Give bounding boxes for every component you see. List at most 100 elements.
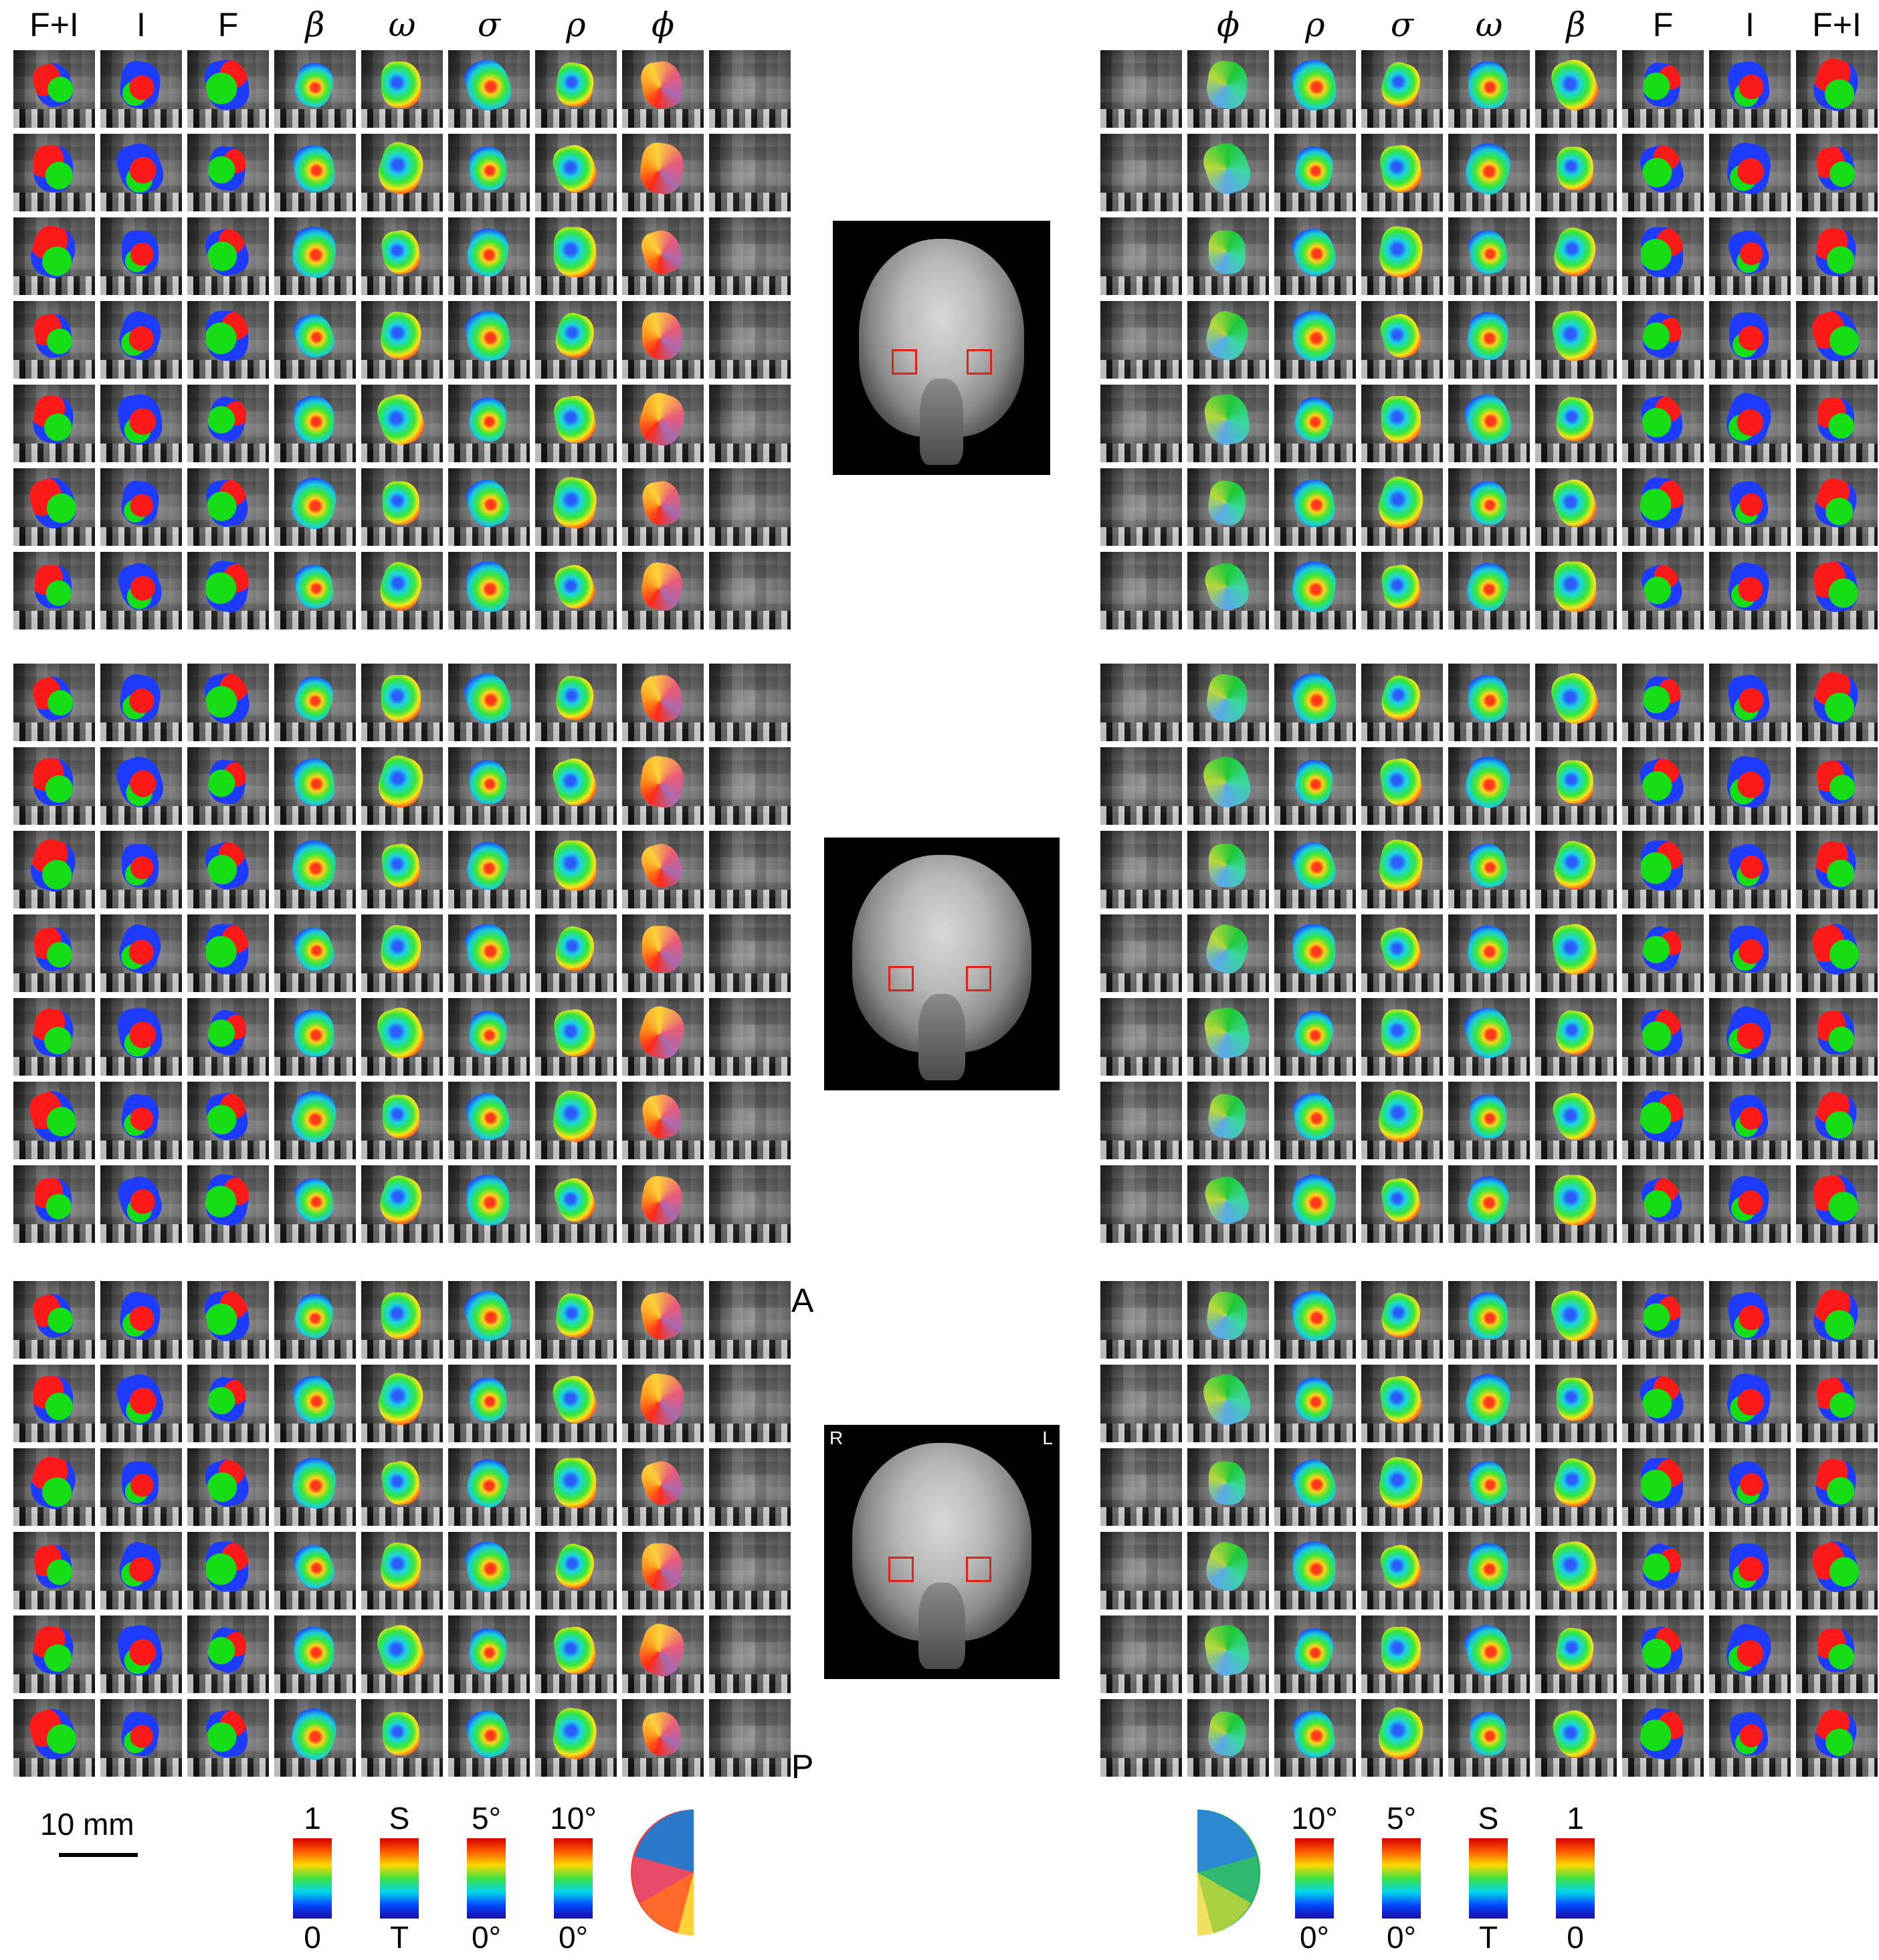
tile-overlay xyxy=(551,1173,599,1227)
mri-tile-plain xyxy=(709,50,791,128)
tile-background xyxy=(187,890,269,908)
tile-background xyxy=(1274,611,1356,629)
mri-tile-plain xyxy=(1100,831,1182,908)
tile-overlay xyxy=(1729,312,1769,360)
tile-background xyxy=(274,890,356,908)
tile-overlay xyxy=(1638,1540,1686,1593)
tile-background xyxy=(1535,1591,1617,1609)
mri-tile-map xyxy=(1535,1532,1617,1609)
tile-overlay xyxy=(1814,1375,1858,1424)
mri-tile-map xyxy=(1448,1365,1530,1442)
tile-background xyxy=(1622,722,1704,741)
tile-background xyxy=(187,1674,269,1693)
mri-tile-map xyxy=(1361,1448,1443,1526)
mri-tile-map xyxy=(100,1082,182,1159)
tile-background xyxy=(1535,611,1617,629)
tile-overlay xyxy=(201,1454,254,1512)
tile-background xyxy=(274,1507,356,1526)
mri-tile-map xyxy=(1796,134,1878,211)
tile-overlay xyxy=(1376,838,1426,894)
colorbar-right-1-top: 5° xyxy=(1387,1801,1416,1836)
tile-background xyxy=(361,1758,443,1777)
mri-tile-map xyxy=(274,831,356,908)
tile-background xyxy=(1709,1507,1791,1526)
tile-background xyxy=(13,1340,95,1359)
mri-tile-map xyxy=(1274,1082,1356,1159)
mri-tile-map xyxy=(1274,301,1356,379)
mri-tile-map xyxy=(187,1532,269,1609)
tile-background xyxy=(1622,1224,1704,1243)
mri-tile-map xyxy=(1622,1699,1704,1777)
tile-background xyxy=(1622,1758,1704,1777)
tile-background xyxy=(1361,193,1443,211)
mri-tile-map xyxy=(13,1699,95,1777)
tile-background xyxy=(1187,973,1269,992)
mri-tile-map xyxy=(1535,385,1617,462)
tile-background xyxy=(361,1224,443,1243)
tile-background xyxy=(1622,360,1704,379)
tile-background xyxy=(1361,1591,1443,1609)
tile-overlay xyxy=(115,1622,165,1679)
mri-tile-map xyxy=(187,1699,269,1777)
mri-tile-plain xyxy=(1100,747,1182,825)
mri-tile-map xyxy=(13,747,95,825)
tile-background xyxy=(1100,444,1182,462)
tile-overlay xyxy=(467,561,510,612)
tile-overlay xyxy=(1377,922,1425,976)
tile-background xyxy=(274,806,356,825)
tile-background xyxy=(1274,1340,1356,1359)
tile-overlay xyxy=(1288,837,1341,894)
mri-tile-map xyxy=(622,217,704,295)
tile-overlay xyxy=(1373,1703,1429,1765)
mri-tile-map xyxy=(622,385,704,462)
tile-background xyxy=(100,1340,182,1359)
tile-overlay xyxy=(291,1373,338,1426)
tile-background xyxy=(274,1674,356,1693)
tile-overlay xyxy=(1638,1173,1686,1227)
tile-background xyxy=(622,1224,704,1243)
tile-overlay xyxy=(30,393,77,446)
tile-background xyxy=(1274,1224,1356,1243)
tile-overlay xyxy=(462,1088,514,1145)
mri-tile-map xyxy=(1187,747,1269,825)
colorbar-right-2 xyxy=(1469,1838,1508,1919)
mri-tile-map xyxy=(1709,664,1791,741)
tile-background xyxy=(1100,1340,1182,1359)
orientation-color-wheel-left xyxy=(631,1809,694,1935)
tile-background xyxy=(1448,1141,1530,1159)
mri-tile-map xyxy=(448,301,530,379)
tile-overlay xyxy=(1291,477,1338,530)
tile-overlay xyxy=(466,1626,510,1675)
tile-overlay xyxy=(1290,393,1339,446)
mri-tile-plain xyxy=(1100,1365,1182,1442)
mri-tile-plain xyxy=(709,1281,791,1359)
tile-background xyxy=(709,1674,791,1693)
mri-tile-map xyxy=(1796,1281,1878,1359)
tile-overlay xyxy=(1289,1288,1339,1345)
tile-background xyxy=(622,1141,704,1159)
tile-background xyxy=(187,527,269,546)
tile-overlay xyxy=(1293,310,1336,361)
tile-overlay xyxy=(373,1002,429,1064)
tile-overlay xyxy=(378,310,425,363)
tile-overlay xyxy=(118,478,162,528)
tile-overlay xyxy=(383,1712,420,1756)
tile-background xyxy=(1274,1674,1356,1693)
mri-tile-map xyxy=(1187,1699,1269,1777)
tile-background xyxy=(13,1224,95,1243)
mri-tile-map xyxy=(1274,1281,1356,1359)
mri-tile-map xyxy=(361,1281,443,1359)
mri-tile-map xyxy=(535,831,617,908)
tile-overlay xyxy=(202,1288,252,1345)
tile-background xyxy=(13,890,95,908)
mri-tile-map xyxy=(448,1532,530,1609)
tile-overlay xyxy=(1470,1712,1507,1756)
tile-background xyxy=(1187,806,1269,825)
tile-overlay xyxy=(550,475,600,532)
tile-background xyxy=(1448,973,1530,992)
tile-background xyxy=(1709,193,1791,211)
tile-overlay xyxy=(1636,753,1688,811)
mri-tile-map xyxy=(1709,217,1791,295)
tile-overlay xyxy=(1727,478,1771,528)
mri-tile-map xyxy=(448,217,530,295)
